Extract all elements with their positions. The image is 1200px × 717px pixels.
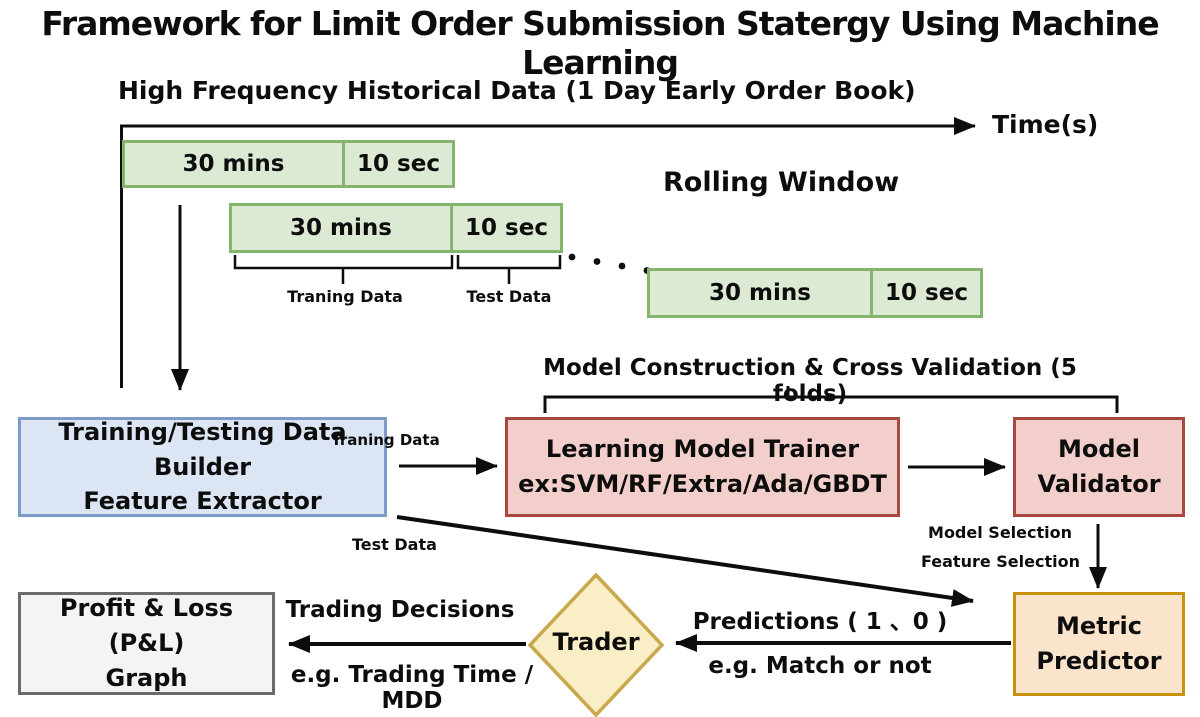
model-validator-box: Model Validator bbox=[1013, 417, 1185, 517]
diagram-title: Framework for Limit Order Submission Sta… bbox=[41, 4, 1159, 82]
historical-data-header: High Frequency Historical Data (1 Day Ea… bbox=[118, 76, 916, 105]
window-1-train-segment: 30 mins bbox=[125, 143, 345, 185]
trading-decisions-sub-label: e.g. Trading Time / MDD bbox=[290, 662, 534, 714]
data-builder-line2: Feature Extractor bbox=[83, 487, 322, 516]
window-2: 30 mins 10 sec bbox=[229, 203, 563, 253]
training-data-brace-label: Traning Data bbox=[287, 287, 403, 306]
predictions-label: Predictions ( 1 、0 ) bbox=[692, 609, 948, 635]
model-selection-label: Model Selection bbox=[928, 523, 1072, 542]
rolling-window-dots bbox=[568, 253, 651, 274]
window-3: 30 mins 10 sec bbox=[647, 268, 983, 318]
pnl-graph-line1: Profit & Loss (P&L) bbox=[59, 594, 234, 658]
data-builder-box: Training/Testing Data Builder Feature Ex… bbox=[18, 417, 387, 517]
model-trainer-line2: ex:SVM/RF/Extra/Ada/GBDT bbox=[518, 470, 887, 498]
window-2-train-segment: 30 mins bbox=[232, 206, 453, 250]
test-data-edge-label: Test Data bbox=[352, 535, 437, 554]
training-data-edge-label: Traning Data bbox=[331, 431, 440, 449]
test-data-brace bbox=[456, 255, 562, 270]
metric-predictor-line1: Metric bbox=[1056, 612, 1142, 641]
model-trainer-line1: Learning Model Trainer bbox=[545, 435, 860, 464]
cross-validation-bracket bbox=[543, 395, 1119, 413]
window-1-test-segment: 10 sec bbox=[357, 151, 440, 177]
metric-predictor-box: Metric Predictor bbox=[1013, 592, 1185, 696]
trader-label: Trader bbox=[552, 628, 640, 656]
model-validator-line1: Model bbox=[1057, 435, 1141, 464]
trader-diamond bbox=[527, 572, 665, 717]
time-axis-label: Time(s) bbox=[992, 110, 1099, 139]
window-1: 30 mins 10 sec bbox=[122, 140, 455, 188]
metric-predictor-line2: Predictor bbox=[1036, 647, 1162, 675]
data-builder-line1: Training/Testing Data Builder bbox=[58, 417, 347, 481]
test-data-arrow bbox=[396, 515, 974, 607]
window-2-test-segment: 10 sec bbox=[465, 215, 548, 241]
model-validator-line2: Validator bbox=[1037, 470, 1161, 498]
test-data-brace-label: Test Data bbox=[466, 287, 552, 306]
model-trainer-box: Learning Model Trainer ex:SVM/RF/Extra/A… bbox=[505, 417, 900, 517]
trading-decisions-label: Trading Decisions bbox=[285, 597, 515, 623]
training-data-brace bbox=[233, 255, 454, 270]
predictions-sub-label: e.g. Match or not bbox=[708, 653, 932, 679]
pnl-graph-box: Profit & Loss (P&L) Graph bbox=[18, 592, 275, 695]
cross-validation-label: Model Construction & Cross Validation (5… bbox=[543, 355, 1077, 407]
rolling-window-label: Rolling Window bbox=[663, 167, 900, 198]
window-3-train-segment: 30 mins bbox=[650, 271, 873, 315]
feature-selection-label: Feature Selection bbox=[921, 552, 1080, 571]
window-3-test-segment: 10 sec bbox=[885, 280, 968, 306]
pnl-graph-line2: Graph bbox=[105, 663, 188, 692]
